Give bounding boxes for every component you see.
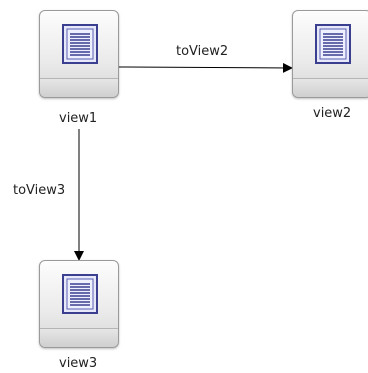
edge-label-toview3: toView3: [13, 183, 66, 198]
edge-label-toview2: toView2: [176, 44, 229, 59]
page-document-icon: [62, 24, 98, 64]
edge-view1-to-view2[interactable]: [118, 62, 293, 73]
node-view1[interactable]: [39, 10, 119, 98]
node-base: [40, 328, 118, 347]
page-document-icon: [315, 24, 351, 64]
node-base: [40, 78, 118, 97]
node-label-view1: view1: [59, 111, 98, 126]
node-view3[interactable]: [39, 260, 119, 348]
node-label-view2: view2: [313, 106, 352, 121]
page-document-icon: [62, 274, 98, 314]
node-base: [293, 78, 368, 97]
node-label-view3: view3: [59, 356, 98, 371]
node-view2[interactable]: [292, 10, 368, 98]
